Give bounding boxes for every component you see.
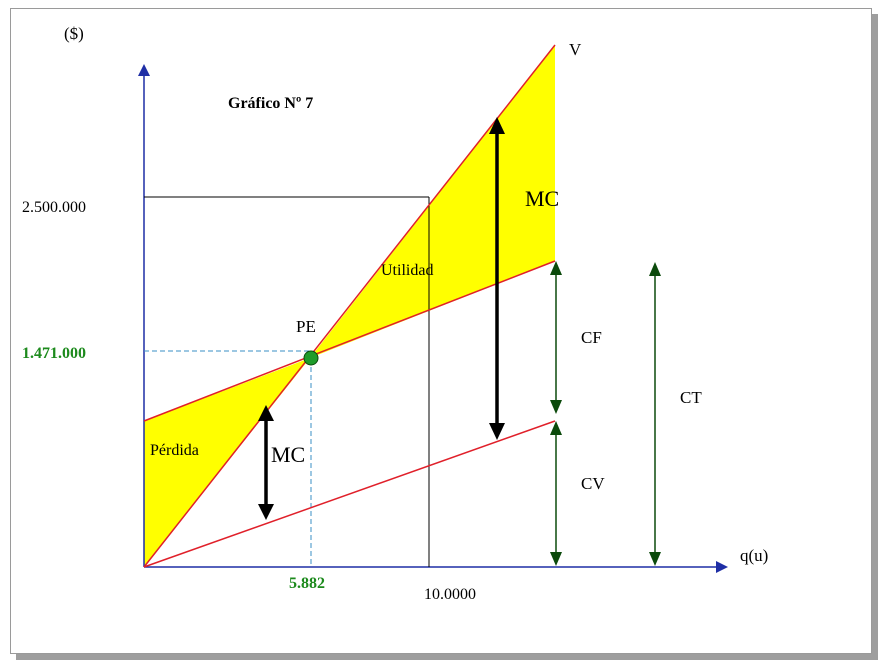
y-tick-2500000: 2.500.000	[22, 199, 86, 216]
cf-label: CF	[581, 328, 602, 347]
cv-label: CV	[581, 474, 605, 493]
break-even-label: PE	[296, 317, 316, 336]
cf-arrow	[550, 261, 562, 414]
x-tick-10000: 10.0000	[424, 586, 476, 603]
mc-small-label: MC	[271, 442, 305, 467]
mc-large-arrow	[489, 117, 505, 440]
sales-line-label: V	[569, 40, 582, 59]
y-axis-label: ($)	[64, 24, 84, 43]
chart-title: Gráfico Nº 7	[228, 95, 313, 112]
ct-arrow	[649, 262, 661, 566]
y-tick-1471000: 1.471.000	[22, 345, 86, 362]
loss-label: Pérdida	[150, 442, 199, 459]
total-cost-line	[143, 260, 556, 422]
x-axis-label: q(u)	[740, 546, 768, 565]
variable-cost-line	[143, 420, 556, 568]
profit-label: Utilidad	[381, 262, 433, 279]
cv-arrow	[550, 421, 562, 566]
ct-label: CT	[680, 388, 702, 407]
x-tick-5882: 5.882	[289, 575, 325, 592]
sales-line	[143, 44, 556, 568]
break-even-point	[303, 350, 319, 366]
mc-large-label: MC	[525, 186, 559, 211]
mc-small-arrow	[258, 405, 274, 520]
